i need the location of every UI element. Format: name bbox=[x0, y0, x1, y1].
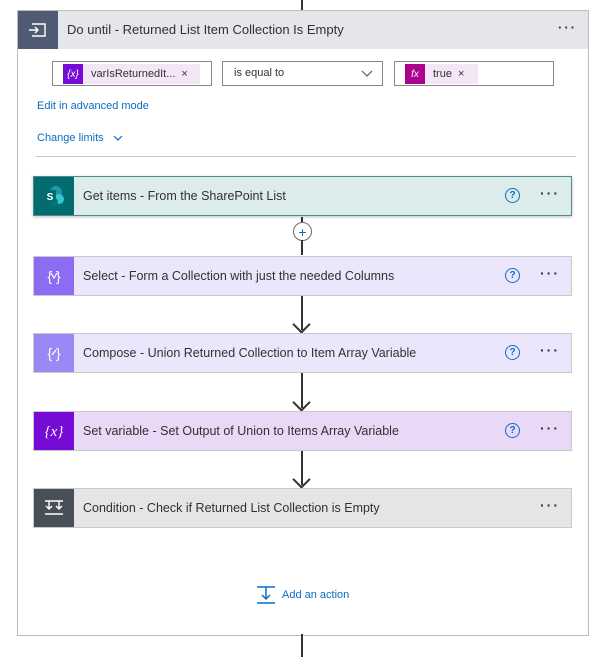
more-options-button[interactable]: ··· bbox=[540, 185, 560, 201]
change-limits-link[interactable]: Change limits bbox=[37, 132, 123, 144]
action-label: Set variable - Set Output of Union to It… bbox=[83, 424, 399, 438]
compose-icon: { } bbox=[34, 334, 74, 372]
variable-token[interactable]: {x} varIsReturnedIt... × bbox=[63, 64, 200, 84]
loop-header[interactable]: Do until - Returned List Item Collection… bbox=[18, 11, 588, 49]
help-icon[interactable]: ? bbox=[505, 345, 520, 360]
operator-value: is equal to bbox=[234, 67, 285, 79]
chevron-down-icon bbox=[113, 135, 123, 141]
insert-step-button[interactable]: + bbox=[293, 222, 312, 241]
help-icon[interactable]: ? bbox=[505, 423, 520, 438]
divider bbox=[36, 156, 576, 157]
set-variable-action[interactable]: {x} Set variable - Set Output of Union t… bbox=[33, 411, 572, 451]
action-label: Condition - Check if Returned List Colle… bbox=[83, 501, 380, 515]
select-action[interactable]: { } Select - Form a Collection with just… bbox=[33, 256, 572, 296]
add-action-label: Add an action bbox=[282, 589, 350, 601]
expression-token-label: true bbox=[433, 68, 452, 80]
operator-select[interactable]: is equal to bbox=[222, 61, 383, 86]
action-label: Get items - From the SharePoint List bbox=[83, 189, 286, 203]
svg-text:{ }: { } bbox=[47, 268, 61, 284]
edit-advanced-mode-link[interactable]: Edit in advanced mode bbox=[37, 100, 149, 112]
condition-action[interactable]: Condition - Check if Returned List Colle… bbox=[33, 488, 572, 528]
condition-right-field[interactable]: fx true × bbox=[394, 61, 554, 86]
add-action-button[interactable]: Add an action bbox=[256, 586, 349, 604]
more-options-button[interactable]: ··· bbox=[540, 497, 560, 513]
remove-token-icon[interactable]: × bbox=[457, 68, 465, 80]
more-options-button[interactable]: ··· bbox=[540, 420, 560, 436]
svg-text:S: S bbox=[47, 192, 54, 203]
do-until-loop: Do until - Returned List Item Collection… bbox=[17, 10, 589, 636]
more-options-button[interactable]: ··· bbox=[540, 265, 560, 281]
remove-token-icon[interactable]: × bbox=[181, 68, 188, 80]
condition-icon bbox=[34, 489, 74, 527]
svg-text:{x}: {x} bbox=[45, 424, 64, 440]
variable-icon: {x} bbox=[34, 412, 74, 450]
get-items-action[interactable]: S Get items - From the SharePoint List ?… bbox=[33, 176, 572, 216]
select-icon: { } bbox=[34, 257, 74, 295]
expression-icon: fx bbox=[405, 64, 425, 84]
compose-action[interactable]: { } Compose - Union Returned Collection … bbox=[33, 333, 572, 373]
action-label: Select - Form a Collection with just the… bbox=[83, 269, 395, 283]
chevron-down-icon bbox=[361, 70, 373, 77]
change-limits-label: Change limits bbox=[37, 132, 104, 144]
condition-left-field[interactable]: {x} varIsReturnedIt... × bbox=[52, 61, 212, 86]
variable-icon: {x} bbox=[63, 64, 83, 84]
loop-title: Do until - Returned List Item Collection… bbox=[67, 22, 344, 37]
add-action-icon bbox=[257, 586, 275, 604]
help-icon[interactable]: ? bbox=[505, 268, 520, 283]
expression-token[interactable]: fx true × bbox=[405, 64, 478, 84]
action-label: Compose - Union Returned Collection to I… bbox=[83, 346, 417, 360]
more-options-button[interactable]: ··· bbox=[540, 342, 560, 358]
help-icon[interactable]: ? bbox=[505, 188, 520, 203]
loop-icon bbox=[18, 11, 58, 49]
loop-more-button[interactable]: ··· bbox=[558, 20, 577, 35]
sharepoint-icon: S bbox=[34, 177, 74, 215]
variable-token-label: varIsReturnedIt... bbox=[91, 68, 176, 80]
